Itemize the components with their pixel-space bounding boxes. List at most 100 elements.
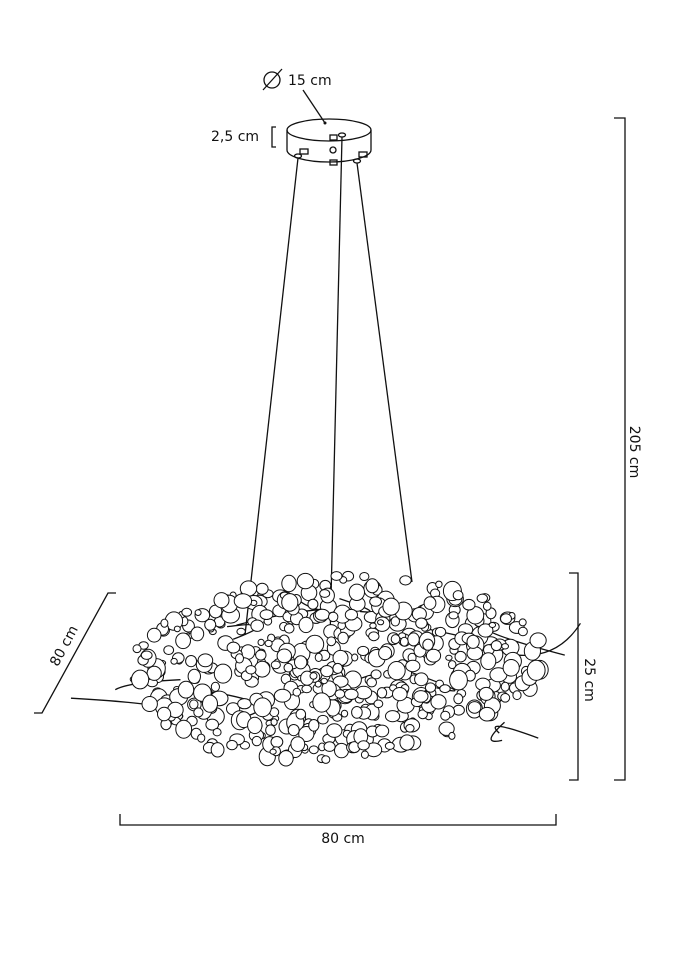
- cluster-bubble: [366, 677, 378, 688]
- cluster-bubble: [337, 631, 349, 645]
- cluster-bubble: [413, 690, 429, 703]
- cluster-bubble: [376, 687, 388, 699]
- cluster-bubble: [344, 608, 358, 621]
- cluster-bubble: [348, 583, 365, 601]
- cluster-bubble: [250, 619, 265, 632]
- cluster-bubble: [323, 741, 336, 752]
- cluster-bubble: [340, 709, 349, 718]
- cluster-bubble: [482, 601, 492, 611]
- cluster-bubble: [314, 680, 322, 688]
- canopy: [286, 118, 372, 166]
- cluster-bubble: [269, 748, 277, 755]
- cluster-bubble: [387, 661, 406, 681]
- cluster-bubble: [317, 714, 329, 725]
- cluster-bubble: [226, 641, 241, 654]
- cluster-bubble: [417, 709, 428, 720]
- cluster-bubble: [526, 659, 546, 681]
- diameter-symbol-icon: [262, 68, 283, 91]
- cluster-bubble: [405, 724, 415, 733]
- cluster-bubble: [467, 701, 482, 714]
- cluster-bubble: [210, 681, 220, 692]
- cluster-bubble: [344, 688, 359, 700]
- cluster-bubble: [320, 677, 328, 685]
- canopy-diameter-label: 15 cm: [288, 73, 332, 89]
- cluster-bubble: [476, 593, 488, 603]
- cluster-bubble: [283, 623, 295, 634]
- depth-label: 80 cm: [47, 623, 82, 669]
- cluster-bubble: [407, 632, 420, 647]
- cluster-bubble: [517, 626, 528, 637]
- cluster-bubble: [434, 626, 447, 638]
- cluster-bubble: [375, 724, 390, 738]
- cluster-bubble: [296, 572, 315, 590]
- cluster-bubble: [454, 650, 467, 663]
- cluster-bubble: [163, 645, 175, 655]
- cluster-bubble: [309, 672, 318, 680]
- cluster-bubble: [399, 734, 415, 751]
- cluster-bubble: [290, 736, 306, 752]
- cluster-bubble: [365, 578, 380, 594]
- cluster-bubble: [140, 650, 153, 660]
- cluster-bubble: [202, 694, 218, 713]
- suspension-wires: [244, 136, 413, 641]
- cluster-bubble: [330, 571, 343, 581]
- cluster-bubble: [160, 618, 169, 628]
- canopy-diameter-dimension: 15 cm: [262, 68, 332, 125]
- cluster-bubble: [253, 697, 272, 718]
- cluster-bubble: [490, 640, 502, 652]
- cluster-bubble: [373, 699, 384, 709]
- cluster-bubble: [399, 575, 412, 586]
- cluster-bubble: [439, 684, 451, 694]
- cluster-bubble: [210, 742, 225, 758]
- cluster-bubble: [477, 623, 494, 638]
- total-height-label: 205 cm: [626, 426, 642, 479]
- cluster-bubble: [512, 690, 522, 701]
- cluster-bubble: [255, 649, 267, 661]
- cluster-bubble: [326, 723, 343, 738]
- cluster-bubble: [189, 699, 199, 710]
- cluster-bubble: [173, 625, 181, 633]
- cluster-bubble: [385, 710, 401, 723]
- bubble-cluster: [70, 570, 581, 767]
- cluster-bubble: [369, 596, 383, 607]
- cluster-bubble: [185, 655, 198, 668]
- cluster-bubble: [235, 653, 244, 664]
- cluster-bubble: [405, 659, 421, 673]
- width-label: 80 cm: [321, 831, 365, 847]
- cluster-bubble: [392, 687, 408, 702]
- cluster-bubble: [448, 731, 456, 740]
- cluster-bubble: [399, 636, 409, 647]
- depth-dimension: 80 cm: [34, 592, 116, 714]
- cluster-bubble: [259, 609, 274, 620]
- cluster-bubble: [368, 631, 380, 642]
- cluster-bubble: [193, 707, 204, 718]
- cluster-bubble: [295, 708, 307, 720]
- cluster-bubble: [255, 582, 269, 595]
- canopy-height-dimension: 2,5 cm: [211, 126, 276, 148]
- cluster-bubble: [351, 706, 363, 719]
- cluster-bubble: [321, 755, 331, 764]
- cluster-bubble: [270, 660, 281, 670]
- cluster-bubble: [157, 706, 172, 722]
- cluster-bubble: [449, 669, 468, 691]
- cluster-bubble: [237, 698, 252, 710]
- cluster-bubble: [424, 682, 437, 693]
- cluster-branch: [490, 721, 505, 742]
- cluster-bubble: [480, 652, 497, 670]
- cluster-bubble: [440, 710, 451, 721]
- cluster-bubble: [236, 627, 246, 636]
- cluster-bubble: [466, 634, 480, 649]
- cluster-bubble: [187, 668, 202, 685]
- cluster-bubble: [488, 622, 497, 628]
- cluster-bubble: [453, 693, 464, 705]
- cluster-bubble: [384, 741, 395, 750]
- cluster-bubble: [270, 718, 278, 726]
- cluster-bubble: [273, 688, 292, 703]
- shade-height-label: 25 cm: [581, 658, 597, 702]
- cluster-bubble: [308, 719, 320, 732]
- cluster-bubble: [213, 663, 233, 684]
- cluster-bubble: [478, 706, 496, 722]
- cluster-bubble: [276, 648, 292, 664]
- cluster-bubble: [312, 692, 331, 713]
- cluster-bubble: [332, 662, 344, 674]
